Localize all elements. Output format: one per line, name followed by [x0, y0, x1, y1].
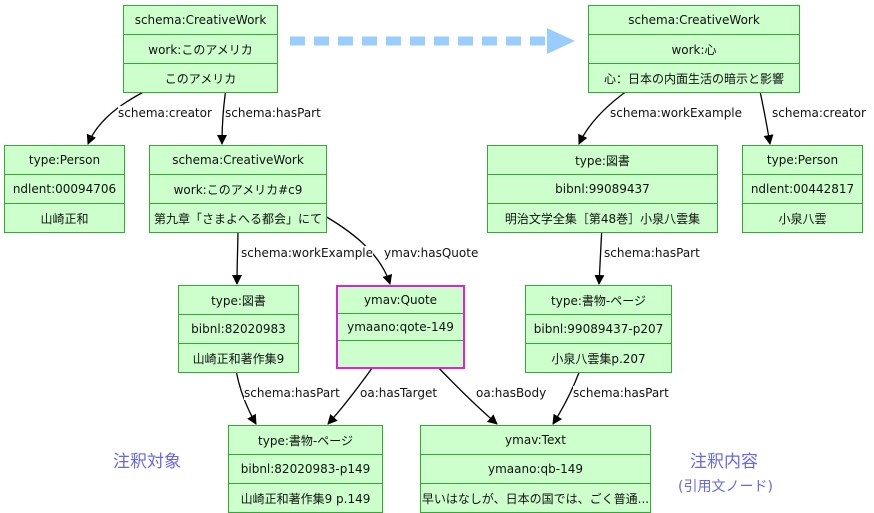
node-id: ymaano:qb-149 [421, 454, 650, 483]
note-annotation-content-sub: (引用文ノード) [678, 479, 773, 495]
node-quote[interactable]: ymav:Quote ymaano:qote-149 [336, 285, 465, 369]
node-type: type:図書 [211, 293, 266, 308]
node-label [338, 340, 463, 367]
node-type: type:書物-ページ [258, 433, 353, 448]
edge-hasquote [317, 211, 393, 285]
node-id: ymaano:qote-149 [338, 313, 463, 340]
node-id: work:このアメリカ#c9 [150, 174, 326, 203]
node-id: ndlent:00094706 [5, 174, 124, 203]
node-person-yamazaki[interactable]: type:Person ndlent:00094706 山崎正和 [4, 145, 125, 233]
node-label: このアメリカ [124, 63, 277, 92]
node-page-yamazaki-p149[interactable]: type:書物-ページ bibnl:82020983-p149 山崎正和著作集9… [228, 425, 383, 513]
node-text-qb149[interactable]: ymav:Text ymaano:qb-149 早いはなしが、日本の国では、ごく… [420, 425, 651, 513]
note-annotation-content: 注釈内容 [690, 452, 758, 472]
edge-label-creator-left: schema:creator [118, 106, 212, 120]
edge-label-haspart-left: schema:hasPart [225, 106, 321, 120]
node-id: work:このアメリカ [124, 34, 277, 63]
node-type: type:Person [766, 153, 839, 167]
edge-label-haspart-right: schema:hasPart [604, 246, 700, 260]
node-type: type:図書 [575, 153, 630, 168]
edge-haspart-right [594, 225, 605, 285]
node-label: 小泉八雲 [743, 203, 862, 232]
equivalence-arrowhead [547, 28, 575, 54]
node-type: schema:CreativeWork [134, 13, 267, 27]
node-type: type:Person [28, 153, 101, 167]
node-label: 心：日本の内面生活の暗示と影響 [589, 63, 799, 92]
node-creativework-kono-america[interactable]: schema:CreativeWork work:このアメリカ このアメリカ [123, 5, 278, 93]
edge-label-hastarget: oa:hasTarget [360, 386, 438, 400]
node-label: 明治文学全集［第48巻］小泉八雲集 [488, 203, 717, 232]
node-id: bibnl:82020983-p149 [229, 454, 382, 483]
node-page-koizumi-p207[interactable]: type:書物-ページ bibnl:99089437-p207 小泉八雲集p.2… [525, 285, 672, 373]
edge-label-haspart-bottom-left: schema:hasPart [244, 386, 340, 400]
node-book-meiji-bungaku[interactable]: type:図書 bibnl:99089437 明治文学全集［第48巻］小泉八雲集 [487, 145, 718, 233]
node-type: type:書物-ページ [551, 293, 646, 308]
node-type: schema:CreativeWork [172, 153, 304, 167]
note-annotation-target: 注釈対象 [113, 452, 181, 472]
node-id: bibnl:99089437-p207 [526, 314, 671, 343]
node-id: ndlent:00442817 [743, 174, 862, 203]
node-book-yamazaki-works9[interactable]: type:図書 bibnl:82020983 山崎正和著作集9 [178, 285, 299, 373]
node-label: 山崎正和 [5, 203, 124, 232]
node-label: 小泉八雲集p.207 [526, 343, 671, 372]
edge-label-creator-right: schema:creator [772, 106, 866, 120]
node-type: ymav:Quote [363, 293, 438, 307]
edge-label-workexample-left: schema:workExample [241, 246, 374, 260]
node-label: 山崎正和著作集9 [179, 343, 298, 372]
edge-label-hasbody: oa:hasBody [476, 386, 547, 400]
edge-label-hasquote: ymav:hasQuote [384, 246, 479, 260]
node-creativework-kokoro[interactable]: schema:CreativeWork work:心 心：日本の内面生活の暗示と… [588, 5, 800, 93]
node-label: 早いはなしが、日本の国では、ごく普通... [421, 483, 650, 512]
node-creativework-chapter9[interactable]: schema:CreativeWork work:このアメリカ#c9 第九章「さ… [149, 145, 327, 233]
edge-label-workexample-right: schema:workExample [610, 106, 743, 120]
node-type: schema:CreativeWork [628, 13, 760, 27]
edge-workexample-left [232, 225, 243, 285]
node-id: bibnl:82020983 [179, 314, 298, 343]
node-type: ymav:Text [505, 433, 566, 447]
node-label: 第九章「さまよへる都会」にて [150, 203, 326, 232]
node-label: 山崎正和著作集9 p.149 [229, 483, 382, 512]
node-id: bibnl:99089437 [488, 174, 717, 203]
edge-label-haspart-bottom-right: schema:hasPart [573, 386, 669, 400]
edge-hasbody [434, 363, 498, 425]
node-id: work:心 [589, 34, 799, 63]
edge-hastarget [327, 363, 376, 425]
node-person-koizumi[interactable]: type:Person ndlent:00442817 小泉八雲 [742, 145, 863, 233]
